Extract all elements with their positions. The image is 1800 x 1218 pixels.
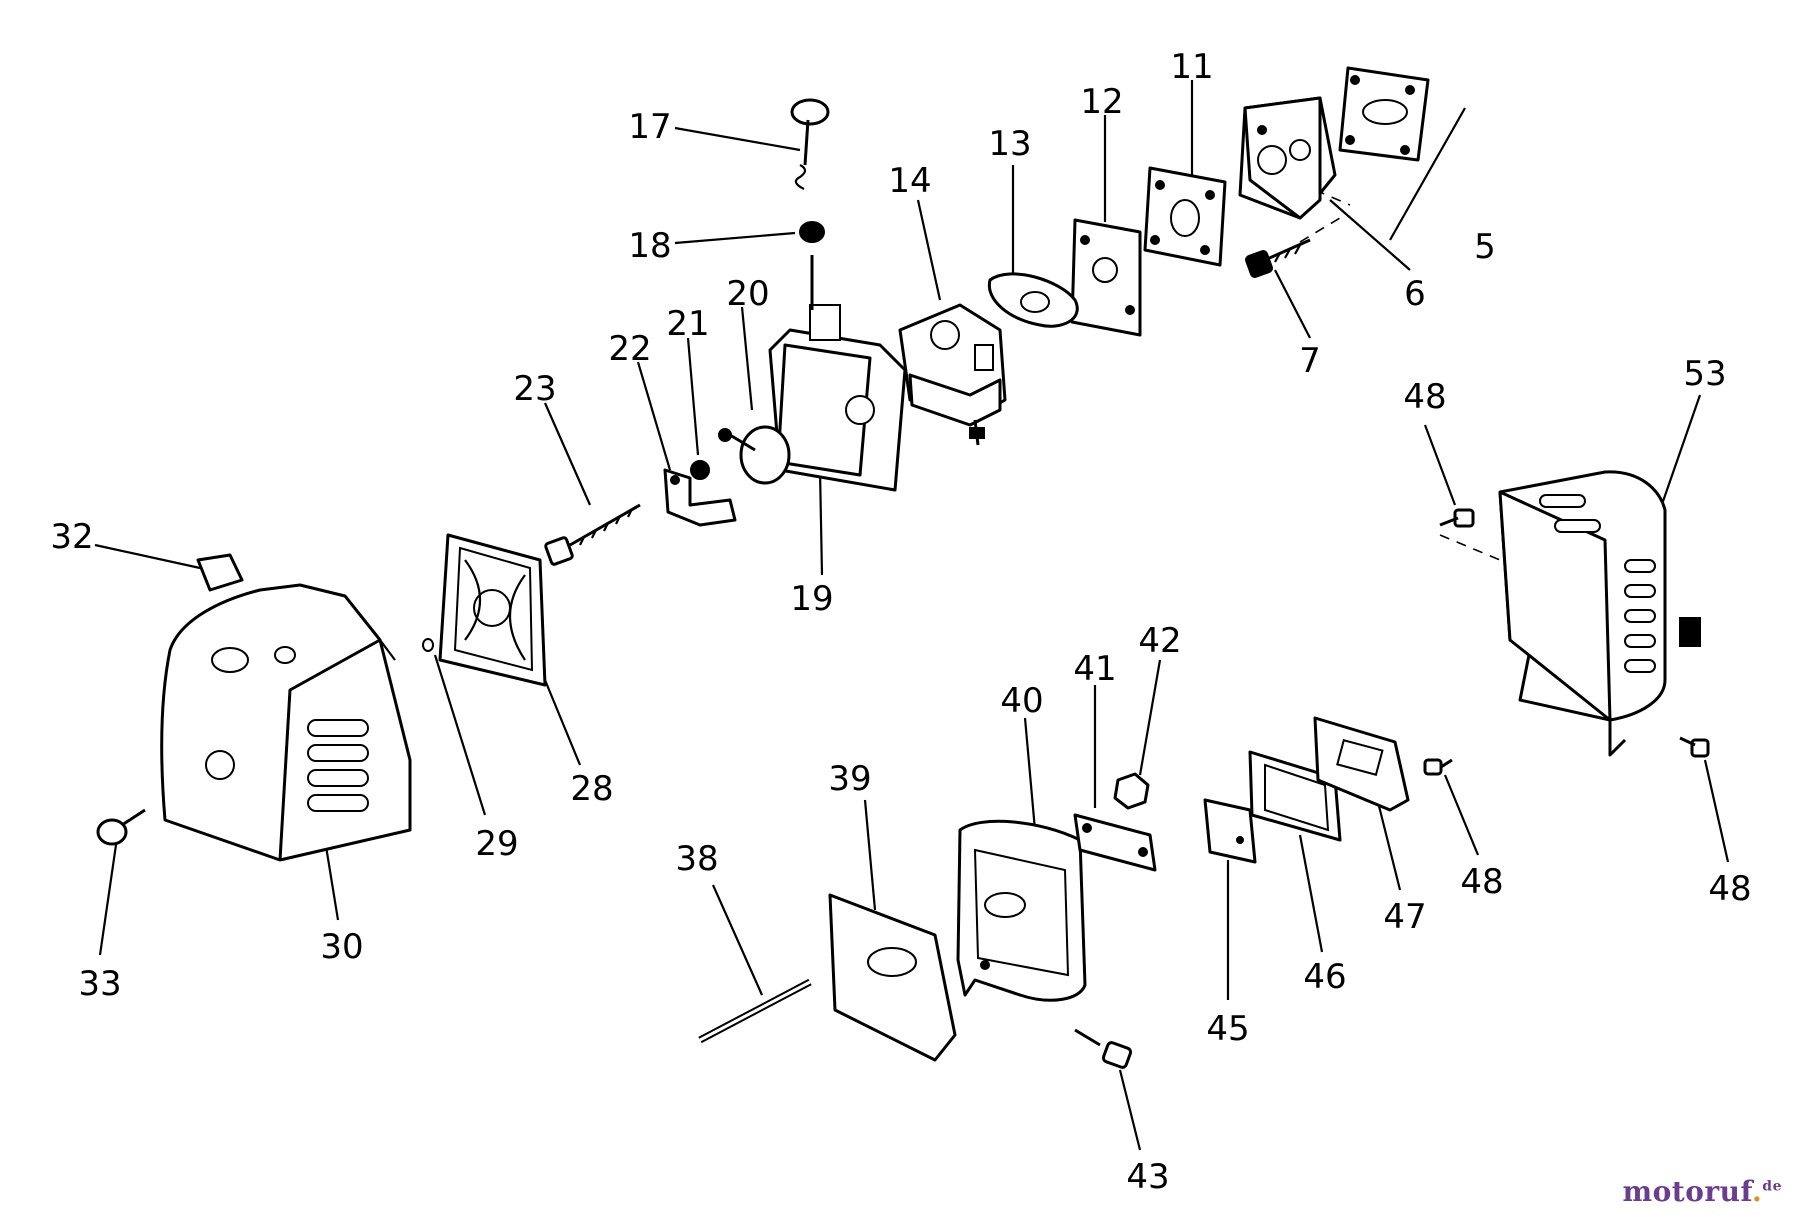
callout-22: 22 xyxy=(608,329,651,369)
callout-32: 32 xyxy=(50,517,93,557)
part-11-gasket xyxy=(1143,166,1227,267)
watermark-dot: . xyxy=(1752,1175,1763,1208)
callout-53: 53 xyxy=(1683,354,1726,394)
callout-13: 13 xyxy=(988,124,1031,164)
callout-40: 40 xyxy=(1000,681,1043,721)
part-39-gasket xyxy=(828,893,957,1062)
callout-19: 19 xyxy=(790,579,833,619)
watermark-tld: de xyxy=(1762,1178,1782,1195)
part-48-screws xyxy=(1423,508,1710,776)
callout-6: 6 xyxy=(1404,274,1426,314)
callout-28: 28 xyxy=(570,769,613,809)
part-45-gasket xyxy=(1203,798,1257,864)
callout-7: 7 xyxy=(1299,341,1321,381)
callout-45: 45 xyxy=(1206,1009,1249,1049)
callout-11: 11 xyxy=(1170,47,1213,87)
part-12-plate xyxy=(1070,218,1142,337)
callout-14: 14 xyxy=(888,161,931,201)
callout-18: 18 xyxy=(628,226,671,266)
callout-20: 20 xyxy=(726,274,769,314)
part-33-screw xyxy=(96,808,146,846)
callout-5: 5 xyxy=(1474,227,1496,267)
part-42-nut xyxy=(1113,772,1150,810)
part-40-muffler xyxy=(956,819,1087,1002)
callout-46: 46 xyxy=(1303,957,1346,997)
part-14-carburetor xyxy=(898,303,1007,446)
callout-29: 29 xyxy=(475,824,518,864)
callout-23: 23 xyxy=(513,369,556,409)
part-41-plate xyxy=(1073,813,1157,872)
part-20-choke-plate xyxy=(718,425,791,485)
callout-48-right: 48 xyxy=(1708,869,1751,909)
callout-12: 12 xyxy=(1080,82,1123,122)
callout-17: 17 xyxy=(628,107,671,147)
part-32-label xyxy=(196,553,244,592)
part-30-engine-cover xyxy=(160,583,412,862)
part-21-ball xyxy=(690,460,710,480)
watermark-logo: motoruf.de xyxy=(1622,1175,1782,1208)
callout-47: 47 xyxy=(1383,897,1426,937)
part-6-air-filter-housing xyxy=(1238,96,1337,220)
callout-38: 38 xyxy=(675,839,718,879)
part-23-bolt xyxy=(544,503,641,566)
callout-42: 42 xyxy=(1138,621,1181,661)
part-53-muffler-cover xyxy=(1498,470,1701,757)
part-47-baffle xyxy=(1313,716,1410,812)
callout-41: 41 xyxy=(1073,649,1116,689)
callout-30: 30 xyxy=(320,927,363,967)
part-19-air-box xyxy=(768,255,907,492)
part-7-screw xyxy=(1245,238,1311,278)
part-38-stud xyxy=(698,978,812,1044)
part-28-filter-element xyxy=(438,533,547,687)
part-13-insulator xyxy=(987,272,1079,328)
callout-labels: 5 6 7 11 12 13 14 17 18 19 20 21 22 23 2… xyxy=(50,47,1751,1197)
callout-39: 39 xyxy=(828,759,871,799)
part-29-o-ring xyxy=(422,638,434,652)
callout-33: 33 xyxy=(78,964,121,1004)
part-5-gasket xyxy=(1338,66,1430,162)
leader-lines xyxy=(94,80,1730,1151)
watermark-main: motoruf xyxy=(1622,1175,1753,1208)
callout-21: 21 xyxy=(666,304,709,344)
callout-48-upper: 48 xyxy=(1403,377,1446,417)
part-43-screw xyxy=(1074,1028,1133,1069)
callout-43: 43 xyxy=(1126,1157,1169,1197)
part-17-screw xyxy=(790,98,830,190)
callout-48-mid: 48 xyxy=(1460,862,1503,902)
part-22-bracket xyxy=(663,468,737,527)
part-18-spring xyxy=(799,221,825,243)
